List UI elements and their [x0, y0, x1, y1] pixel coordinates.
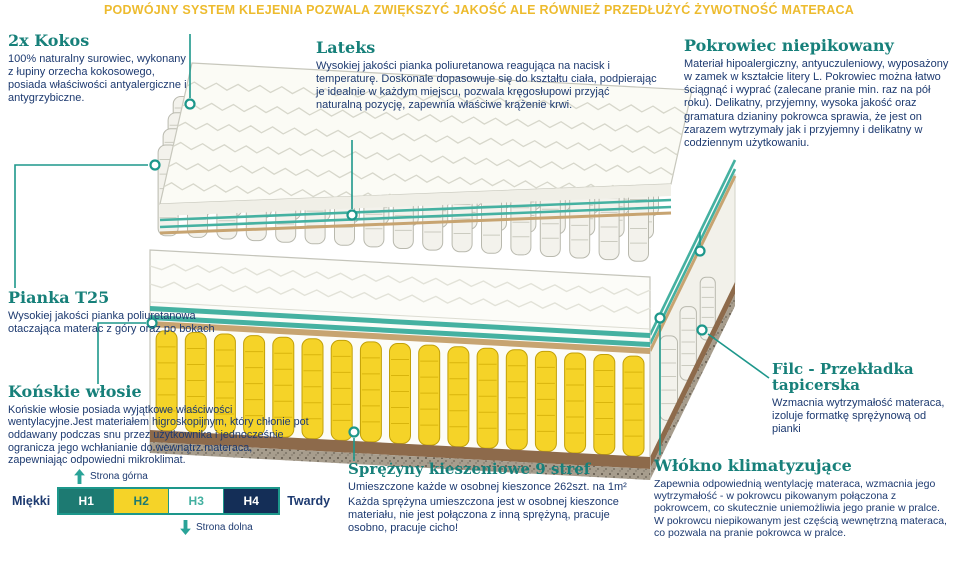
annotation-pokrowiec-body: Materiał hipoalergiczny, antyuczuleniowy… [684, 57, 949, 149]
annotation-filc-body: Wzmacnia wytrzymałość materaca, izoluje … [772, 396, 945, 435]
arrow-down-icon [180, 520, 191, 535]
annotation-pianka-body: Wysokiej jakości pianka poliuretanowa ot… [8, 309, 215, 335]
firmness-level-h4: H4 [224, 489, 279, 513]
annotation-lateks-heading: Lateks [316, 38, 376, 57]
firmness-level-h3: H3 [169, 489, 225, 513]
firmness-level-h1: H1 [59, 489, 115, 513]
annotation-pokrowiec-heading: Pokrowiec niepikowany [684, 36, 894, 55]
annotation-sprezyny: Sprężyny kieszeniowe 9 stref Umieszczone… [348, 460, 640, 536]
annotation-konskie-wlosie: Końskie włosie Końskie włosie posiada wy… [8, 382, 314, 467]
annotation-konskie-wlosie-heading: Końskie włosie [8, 382, 142, 401]
annotation-filc-heading: Filc - Przekładka tapicerska [772, 360, 914, 394]
scale-soft-label: Miękki [12, 494, 51, 508]
annotation-kokos-heading: 2x Kokos [8, 31, 90, 50]
annotation-lateks-body: Wysokiej jakości pianka poliuretanowa re… [316, 59, 657, 112]
annotation-pokrowiec: Pokrowiec niepikowany Materiał hipoalerg… [684, 36, 952, 150]
firmness-level-h2: H2 [114, 489, 170, 513]
scale-top-side: Strona górna [74, 469, 314, 484]
annotation-kokos: 2x Kokos 100% naturalny surowiec, wykona… [8, 31, 188, 106]
scale-bottom-side-label: Strona dolna [196, 522, 253, 533]
scale-top-side-label: Strona górna [90, 471, 148, 482]
annotation-wlokno-heading: Włókno klimatyzujące [654, 456, 852, 475]
page-title: PODWÓJNY SYSTEM KLEJENIA POZWALA ZWIĘKSZ… [103, 3, 855, 17]
annotation-sprezyny-heading: Sprężyny kieszeniowe 9 stref [348, 460, 591, 478]
firmness-levels: H1 H2 H3 H4 [57, 487, 281, 515]
annotation-pianka: Pianka T25 Wysokiej jakości pianka poliu… [8, 288, 240, 336]
annotation-wlokno: Włókno klimatyzujące Zapewnia odpowiedni… [654, 456, 950, 539]
scale-bottom-side: Strona dolna [180, 520, 314, 535]
annotation-pianka-heading: Pianka T25 [8, 288, 110, 307]
annotation-kokos-body: 100% naturalny surowiec, wykonany z łupi… [8, 52, 187, 105]
scale-hard-label: Twardy [287, 494, 331, 508]
annotation-sprezyny-body: Umieszczone każde w osobnej kieszonce 26… [348, 480, 627, 493]
annotation-wlokno-body: Zapewnia odpowiednią wentylację materaca… [654, 477, 947, 539]
annotation-sprezyny-body2: Każda sprężyna umieszczona jest w osobne… [348, 495, 619, 535]
annotation-lateks: Lateks Wysokiej jakości pianka poliureta… [316, 38, 658, 113]
annotation-filc: Filc - Przekładka tapicerska Wzmacnia wy… [772, 360, 954, 436]
firmness-scale-row: Miękki H1 H2 H3 H4 Twardy [12, 487, 330, 515]
arrow-up-icon [74, 469, 85, 484]
annotation-konskie-wlosie-body: Końskie włosie posiada wyjątkowe właściw… [8, 403, 309, 467]
firmness-scale: Strona górna Miękki H1 H2 H3 H4 Twardy S… [12, 469, 330, 535]
